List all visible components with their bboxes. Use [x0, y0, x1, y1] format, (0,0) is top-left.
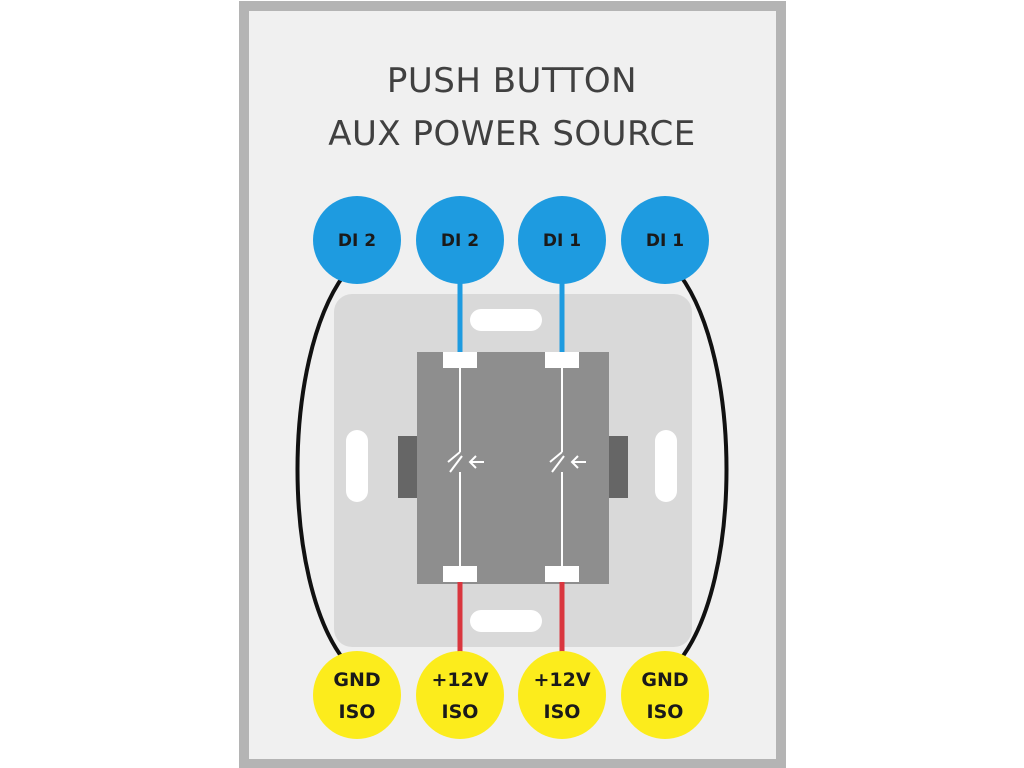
svg-text:DI 2: DI 2 — [441, 231, 479, 251]
terminal-12v-iso-left: +12V ISO — [416, 651, 504, 739]
svg-text:GND: GND — [333, 669, 380, 691]
terminal-di2-left: DI 2 — [313, 196, 401, 284]
mounting-slot-left — [346, 430, 368, 502]
terminal-di2-right: DI 2 — [416, 196, 504, 284]
svg-text:ISO: ISO — [647, 701, 684, 723]
terminal-gnd-iso-left: GND ISO — [313, 651, 401, 739]
terminal-di1-left: DI 1 — [518, 196, 606, 284]
ground-wire-right — [678, 273, 729, 662]
svg-text:DI 1: DI 1 — [543, 231, 581, 251]
switch-tab-right — [608, 436, 628, 498]
contact-top-2 — [545, 352, 579, 368]
svg-text:ISO: ISO — [339, 701, 376, 723]
switch-symbol-1 — [447, 368, 484, 566]
svg-text:DI 2: DI 2 — [338, 231, 376, 251]
ground-wire-left — [295, 273, 346, 662]
svg-text:ISO: ISO — [442, 701, 479, 723]
terminal-12v-iso-right: +12V ISO — [518, 651, 606, 739]
svg-text:GND: GND — [641, 669, 688, 691]
svg-text:+12V: +12V — [431, 669, 488, 691]
terminal-di1-right: DI 1 — [621, 196, 709, 284]
switch-body — [417, 352, 609, 584]
title-line-2: AUX POWER SOURCE — [328, 114, 695, 154]
contact-bottom-1 — [443, 566, 477, 582]
terminal-gnd-iso-right: GND ISO — [621, 651, 709, 739]
mounting-slot-top — [470, 309, 542, 331]
contact-top-1 — [443, 352, 477, 368]
svg-text:ISO: ISO — [544, 701, 581, 723]
svg-text:+12V: +12V — [533, 669, 590, 691]
title-line-1: PUSH BUTTON — [387, 61, 637, 101]
switch-tab-left — [398, 436, 418, 498]
svg-text:DI 1: DI 1 — [646, 231, 684, 251]
mounting-slot-right — [655, 430, 677, 502]
contact-bottom-2 — [545, 566, 579, 582]
switch-symbol-2 — [549, 368, 586, 566]
mounting-slot-bottom — [470, 610, 542, 632]
